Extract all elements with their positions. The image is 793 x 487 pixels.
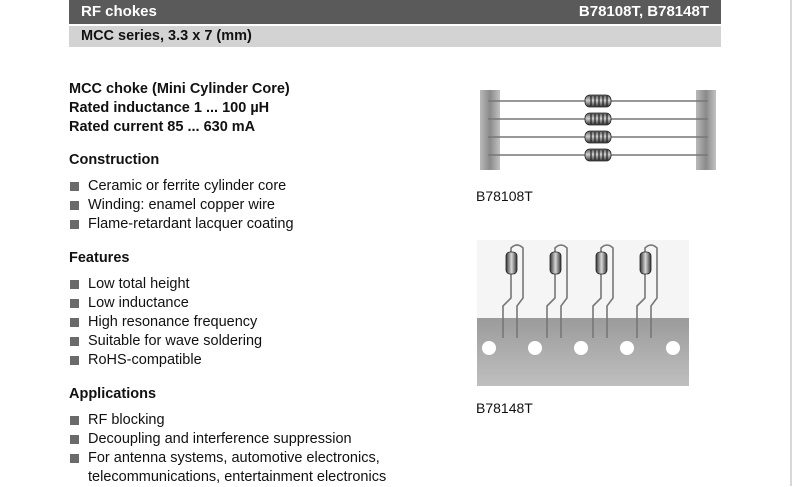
list-item: Low inductance (69, 294, 262, 313)
list-item: Low total height (69, 275, 262, 294)
list-item-continuation: telecommunications, entertainment electr… (88, 469, 387, 485)
category-title: RF chokes (81, 3, 157, 20)
intro-line: Rated inductance 1 ... 100 µH (69, 100, 270, 116)
radial-choke-image (477, 240, 689, 386)
features-heading: Features (69, 250, 130, 266)
list-item: RoHS-compatible (69, 351, 262, 370)
intro-line: MCC choke (Mini Cylinder Core) (69, 81, 290, 97)
features-list: Low total height Low inductance High res… (69, 275, 262, 370)
intro-block: MCC choke (Mini Cylinder Core) Rated ind… (69, 80, 290, 137)
list-item: Decoupling and interference suppression (69, 430, 386, 449)
image-caption: B78148T (476, 400, 533, 416)
axial-choke-image (478, 88, 718, 172)
lead-wires (502, 244, 658, 338)
title-bar: RF chokes B78108T, B78148T (69, 0, 721, 24)
choke-body-icon (505, 251, 652, 275)
list-item: Winding: enamel copper wire (69, 196, 294, 215)
list-item: RF blocking (69, 411, 386, 430)
list-item: Ceramic or ferrite cylinder core (69, 177, 294, 196)
series-title: MCC series, 3.3 x 7 (mm) (81, 28, 252, 44)
applications-heading: Applications (69, 386, 157, 402)
page-edge (790, 0, 792, 486)
construction-list: Ceramic or ferrite cylinder core Winding… (69, 177, 294, 234)
list-item: For antenna systems, automotive electron… (69, 449, 386, 468)
construction-heading: Construction (69, 152, 160, 168)
part-numbers: B78108T, B78148T (578, 3, 709, 20)
list-item: Suitable for wave soldering (69, 332, 262, 351)
intro-line: Rated current 85 ... 630 mA (69, 119, 256, 135)
list-item: High resonance frequency (69, 313, 262, 332)
applications-list: RF blocking Decoupling and interference … (69, 411, 386, 487)
list-item: Flame-retardant lacquer coating (69, 215, 294, 234)
sprocket-holes (482, 341, 680, 355)
image-caption: B78108T (476, 188, 533, 204)
series-bar: MCC series, 3.3 x 7 (mm) (69, 26, 721, 47)
